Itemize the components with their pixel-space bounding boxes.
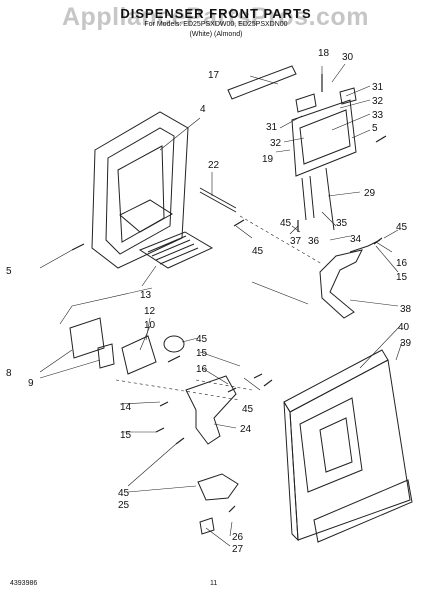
callout-18: 18 [318, 48, 330, 59]
part-13-grille [138, 231, 214, 269]
part-40-frame-top [283, 349, 389, 413]
callout-5: 5 [6, 266, 12, 277]
callout-4: 4 [200, 104, 206, 115]
callout-31: 31 [266, 122, 278, 133]
part-22-rod [199, 187, 237, 213]
part-24-arm [185, 375, 237, 445]
callout-33: 33 [372, 110, 384, 121]
callout-45: 45 [196, 334, 208, 345]
callout-8: 8 [6, 368, 12, 379]
part-10-bracket [121, 335, 157, 375]
callout-37: 37 [290, 236, 302, 247]
callout-5: 5 [372, 123, 378, 134]
document-number: 4393986 [10, 580, 38, 587]
models-line: For Models: ED25PSXDW00, ED25PSXDN00 [144, 21, 288, 28]
callout-15: 15 [120, 430, 132, 441]
callout-19: 19 [262, 154, 274, 165]
callout-16: 16 [196, 364, 208, 375]
callout-16: 16 [396, 258, 408, 269]
part-8-cover [69, 317, 105, 359]
page-number: 11 [210, 580, 218, 587]
callout-32: 32 [270, 138, 282, 149]
callout-22: 22 [208, 160, 220, 171]
callout-30: 30 [342, 52, 354, 63]
watermark: AppliancePartsPros.com [62, 3, 369, 31]
callout-36: 36 [308, 236, 320, 247]
callout-13: 13 [140, 290, 152, 301]
part-12-ring [163, 335, 185, 353]
part-39-trim [313, 479, 413, 543]
callout-9: 9 [28, 378, 34, 389]
page-title: DISPENSER FRONT PARTS [120, 6, 312, 21]
callout-32: 32 [372, 96, 384, 107]
callout-17: 17 [208, 70, 220, 81]
callout-39: 39 [400, 338, 412, 349]
callout-34: 34 [350, 234, 362, 245]
callout-45: 45 [396, 222, 408, 233]
callout-31: 31 [372, 82, 384, 93]
part-25-cup [197, 473, 239, 501]
callout-14: 14 [120, 402, 132, 413]
callout-27: 27 [232, 544, 244, 555]
part-9-block [97, 343, 115, 369]
callout-38: 38 [400, 304, 412, 315]
callout-45: 45 [242, 404, 254, 415]
callout-24: 24 [240, 424, 252, 435]
callout-29: 29 [364, 188, 376, 199]
callout-45: 45 [280, 218, 292, 229]
callout-15: 15 [396, 272, 408, 283]
callout-45: 45 [252, 246, 264, 257]
callout-26: 26 [232, 532, 244, 543]
callout-15: 15 [196, 348, 208, 359]
part-40-panel [289, 359, 411, 541]
callout-10: 10 [144, 320, 156, 331]
part-27-clip [199, 517, 215, 535]
callout-45: 45 [118, 488, 130, 499]
callout-40: 40 [398, 322, 410, 333]
part-38-lever [319, 249, 363, 319]
callout-12: 12 [144, 306, 156, 317]
part-17-bar [227, 65, 297, 100]
callout-25: 25 [118, 500, 130, 511]
actuator-bracket [291, 99, 357, 177]
variants-line: (White) (Almond) [189, 31, 243, 38]
callout-35: 35 [336, 218, 348, 229]
